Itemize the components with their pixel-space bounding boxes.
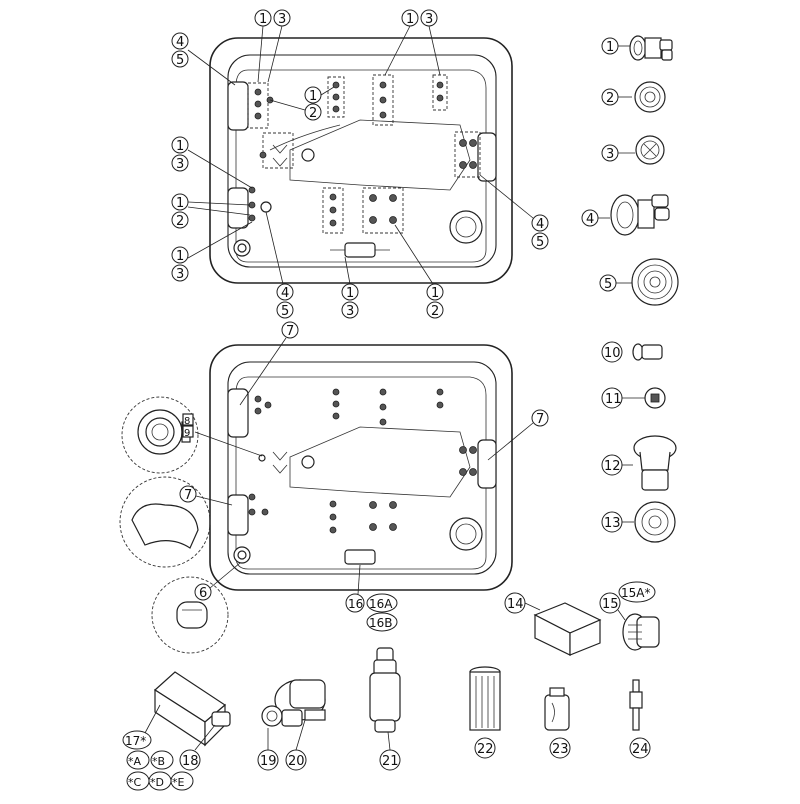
part-number-label: 2 bbox=[606, 91, 614, 106]
part-number-label: 15 bbox=[602, 597, 619, 612]
callout-text: 16 bbox=[348, 597, 363, 611]
part-number-label: 23 bbox=[552, 742, 569, 757]
callout-text: 7 bbox=[536, 412, 544, 427]
callout-text: 3 bbox=[425, 12, 433, 27]
suction-cover-icon bbox=[634, 501, 676, 543]
callout-text: 1 bbox=[346, 286, 354, 301]
callout-text: 16B bbox=[369, 616, 393, 630]
parts-column: 1 2 3 4 5 bbox=[504, 35, 679, 656]
part-number-label: 11 bbox=[605, 392, 622, 407]
option-label: *D bbox=[150, 776, 164, 789]
part-number-label: 17* bbox=[125, 734, 146, 748]
part-number-label: 22 bbox=[477, 742, 494, 757]
large-jet-face-icon bbox=[631, 258, 679, 306]
callout-text: 7 bbox=[286, 324, 294, 339]
bottom-parts-row: 17* 18 *A *B *C *D *E 19 20 21 bbox=[122, 647, 651, 791]
part-number-label: 20 bbox=[288, 754, 305, 769]
pump-icon bbox=[261, 679, 326, 727]
callout-text: 9 bbox=[184, 428, 190, 439]
callout-text: 1 bbox=[309, 89, 317, 104]
jet-insert-icon bbox=[635, 135, 665, 165]
callout-text: 4 bbox=[281, 286, 289, 301]
callout-text: 4 bbox=[536, 217, 544, 232]
callout-text: 2 bbox=[176, 214, 184, 229]
jet-face-icon bbox=[634, 81, 666, 113]
option-label: *C bbox=[128, 776, 142, 789]
callout-text: 1 bbox=[406, 12, 414, 27]
callout-text: 16A bbox=[369, 597, 393, 611]
plug-cap-icon bbox=[644, 387, 666, 409]
part-number-label: 14 bbox=[507, 597, 524, 612]
filter-housing-icon bbox=[369, 647, 401, 733]
callout-text: 3 bbox=[278, 12, 286, 27]
callout-text: 5 bbox=[176, 53, 184, 68]
sensor-module-icon bbox=[544, 687, 570, 731]
callout-text: 2 bbox=[431, 304, 439, 319]
bottom-tub-callouts: 7 7 7 8 9 6 16 16A 16B bbox=[119, 321, 549, 654]
filter-cartridge-icon bbox=[469, 666, 501, 731]
part-number-label: 4 bbox=[586, 212, 594, 227]
part-number-label: 1 bbox=[606, 40, 614, 55]
probe-icon bbox=[629, 679, 643, 731]
callout-text: 3 bbox=[176, 267, 184, 282]
callout-text: 6 bbox=[199, 586, 207, 601]
callout-text: 1 bbox=[176, 249, 184, 264]
callout-text: 1 bbox=[176, 139, 184, 154]
option-label: *B bbox=[152, 755, 165, 768]
part-number-label: 15A* bbox=[621, 586, 650, 600]
heater-unit-icon bbox=[154, 671, 231, 747]
suction-fitting-icon bbox=[633, 435, 677, 491]
part-number-label: 5 bbox=[604, 277, 612, 292]
part-number-label: 24 bbox=[632, 742, 649, 757]
top-tub-view bbox=[209, 37, 513, 284]
part-number-label: 13 bbox=[604, 516, 621, 531]
air-valve-icon bbox=[632, 343, 663, 361]
top-tub-callouts: 1 3 1 3 4 5 1 2 1 3 1 2 1 3 4 5 1 3 1 bbox=[171, 9, 549, 319]
callout-text: 5 bbox=[536, 235, 544, 250]
callout-text: 3 bbox=[176, 157, 184, 172]
callout-text: 7 bbox=[184, 488, 192, 503]
callout-text: 8 bbox=[184, 416, 190, 427]
option-label: *A bbox=[128, 755, 142, 768]
part-number-label: 3 bbox=[606, 147, 614, 162]
part-number-label: 10 bbox=[604, 346, 621, 361]
callout-text: 1 bbox=[176, 196, 184, 211]
part-number-label: 19 bbox=[260, 754, 277, 769]
callout-text: 1 bbox=[431, 286, 439, 301]
large-jet-assembly-icon bbox=[610, 194, 670, 236]
callout-text: 4 bbox=[176, 35, 184, 50]
part-number-label: 12 bbox=[604, 459, 621, 474]
jet-assembly-icon bbox=[629, 35, 673, 61]
overflow-fitting-icon bbox=[622, 613, 660, 651]
bottom-tub-view bbox=[209, 344, 513, 591]
part-number-label: 21 bbox=[382, 754, 399, 769]
part-number-label: 18 bbox=[182, 754, 199, 769]
callout-text: 1 bbox=[259, 12, 267, 27]
control-box-icon bbox=[533, 602, 602, 656]
callout-text: 2 bbox=[309, 106, 317, 121]
callout-text: 5 bbox=[281, 304, 289, 319]
option-label: *E bbox=[172, 776, 185, 789]
callout-text: 3 bbox=[346, 304, 354, 319]
